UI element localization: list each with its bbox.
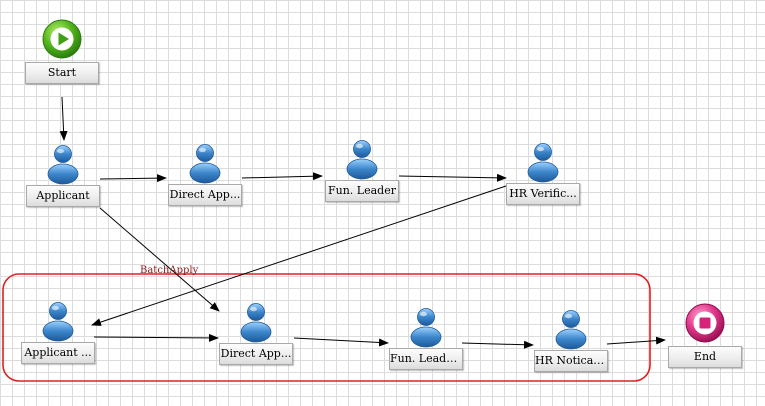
node-label: Direct App... (168, 184, 242, 206)
end-stop-icon (685, 303, 725, 343)
edge-applicant-to-direct-approver-2[interactable] (99, 207, 220, 312)
edge-direct-approver-to-fun-leader[interactable] (241, 172, 323, 181)
node-label: Applicant ... (21, 342, 95, 364)
node-label: Fun. Leade... (389, 348, 463, 370)
edge-fun-leader-to-hr-verification[interactable] (398, 173, 507, 182)
edge-hr-notification-to-end[interactable] (606, 336, 666, 345)
user-icon (189, 144, 221, 184)
user-icon (346, 140, 378, 180)
node-label: Start (25, 62, 99, 84)
user-icon (410, 308, 442, 348)
node-label: Fun. Leader (325, 180, 399, 202)
node-label: End (668, 346, 742, 368)
edge-applicant-to-direct-approver[interactable] (99, 174, 167, 183)
start-play-icon (42, 19, 82, 59)
node-label: HR Noticat... (534, 350, 608, 372)
user-icon (47, 145, 79, 185)
node-label: HR Verific... (506, 183, 580, 205)
edge-direct-approver-2-to-fun-leader-2[interactable] (293, 337, 389, 347)
user-icon (240, 303, 272, 343)
user-icon (42, 302, 74, 342)
batch-group-highlight[interactable] (2, 273, 651, 382)
edge-label-batch-apply: BatchApply (140, 265, 199, 276)
node-label: Direct App... (219, 343, 293, 365)
edge-applicant-2-to-direct-approver-2[interactable] (93, 333, 219, 342)
user-icon (555, 310, 587, 350)
user-icon (527, 143, 559, 183)
edge-fun-leader-2-to-hr-notification[interactable] (461, 340, 534, 349)
node-label: Applicant (26, 185, 100, 207)
edge-hr-verification-to-applicant-2[interactable] (91, 185, 507, 326)
edge-start-to-applicant[interactable] (59, 96, 68, 141)
